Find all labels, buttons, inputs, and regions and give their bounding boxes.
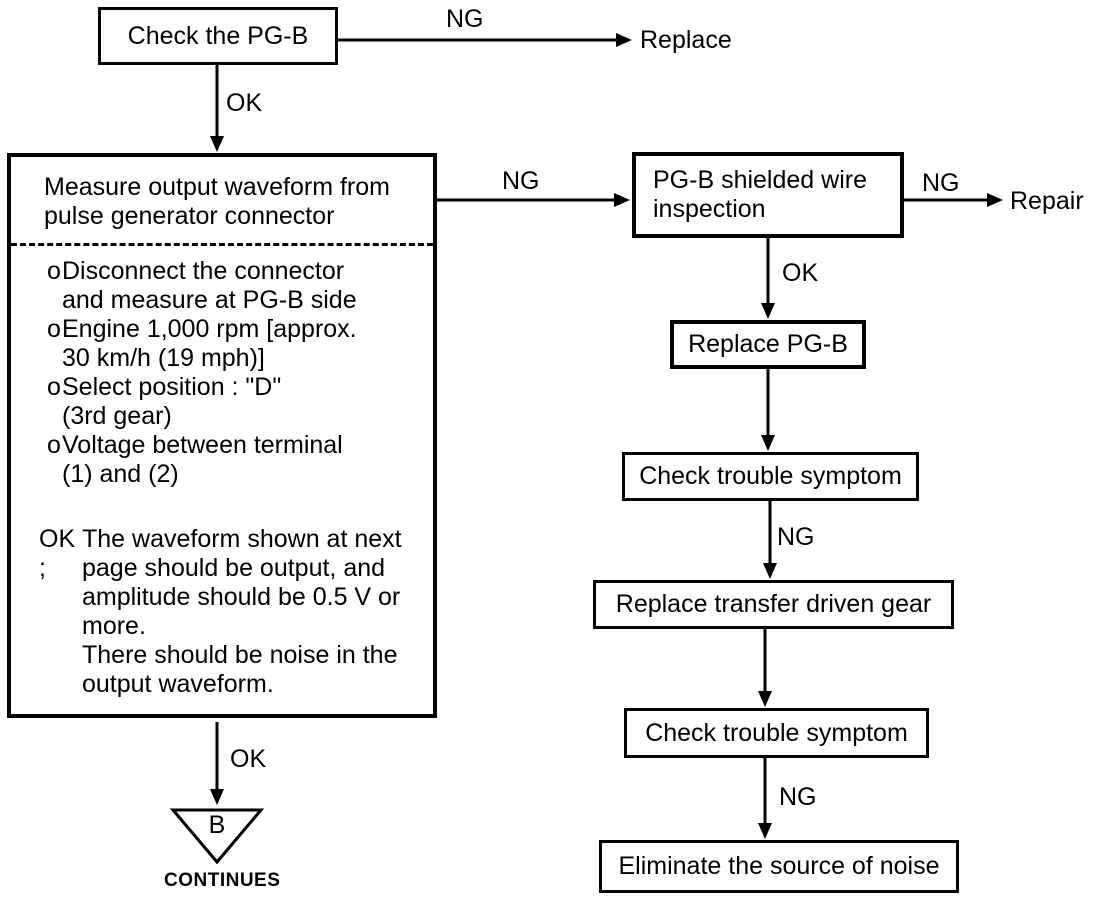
edge-transfer-to-symptom2 [758,629,772,707]
bullet-marker: o [47,431,61,459]
node-replace-transfer-driven-gear: Replace transfer driven gear [593,580,954,629]
node-replace-pgb-label: Replace PG-B [688,330,848,358]
list-item: o Select position : "D" (3rd gear) [47,373,357,431]
node-eliminate-noise: Eliminate the source of noise [599,840,959,893]
bullet-text: Disconnect the connector and measure at … [62,257,357,314]
node-shielded-label: PG-B shielded wire inspection [653,166,867,223]
edge-check-to-replace [338,33,632,47]
bullet-text: Voltage between terminal (1) and (2) [62,431,343,488]
edge-label-ng: NG [922,169,960,197]
node-transfer-label: Replace transfer driven gear [615,590,932,618]
terminal-replace: Replace [640,26,732,54]
bullet-marker: o [47,373,61,401]
bullet-text: Engine 1,000 rpm [approx. 30 km/h (19 mp… [62,315,357,372]
edge-measure-to-shielded [437,193,630,207]
edge-measure-to-connector-b [210,722,224,805]
connector-b-caption: CONTINUES [164,870,281,891]
measure-divider [11,243,433,246]
edge-label-ng: NG [446,5,484,33]
edge-shielded-to-replacepgb [761,238,775,319]
node-shielded-wire-inspection: PG-B shielded wire inspection [632,152,904,238]
list-item: o Engine 1,000 rpm [approx. 30 km/h (19 … [47,315,357,373]
list-item: o Disconnect the connector and measure a… [47,257,357,315]
measure-title: Measure output waveform from pulse gener… [44,173,390,230]
node-eliminate-label: Eliminate the source of noise [618,852,940,880]
edge-label-ok: OK [782,259,819,287]
node-check-pgb: Check the PG-B [98,7,338,65]
edge-label-ok: OK [230,745,267,773]
edge-check-to-measure [210,65,224,152]
node-symptom1-label: Check trouble symptom [639,462,902,490]
node-check-trouble-symptom-1: Check trouble symptom [622,452,919,501]
measure-bullet-list: o Disconnect the connector and measure a… [47,257,357,489]
edge-label-ok: OK [226,89,263,117]
terminal-repair: Repair [1010,187,1084,215]
edge-symptom2-to-eliminate [758,758,772,839]
connector-b-letter: B [208,811,226,839]
edge-label-ng: NG [502,167,540,195]
edge-shielded-to-repair [903,193,1003,207]
bullet-marker: o [47,257,61,285]
node-check-pgb-label: Check the PG-B [127,21,309,50]
edge-symptom1-to-transfer [763,501,777,579]
edge-label-ng: NG [779,783,817,811]
bullet-text: Select position : "D" (3rd gear) [62,373,282,430]
ok-note-prefix: OK ; [39,525,76,582]
edge-label-ng: NG [777,523,815,551]
measure-ok-note: OK ; The waveform shown at next page sho… [39,525,402,699]
node-measure-waveform: Measure output waveform from pulse gener… [7,153,437,718]
connector-b-triangle [169,808,265,865]
edge-replacepgb-to-symptom1 [761,369,775,451]
ok-note-text: The waveform shown at next page should b… [82,525,402,698]
node-check-trouble-symptom-2: Check trouble symptom [624,708,929,758]
node-replace-pgb: Replace PG-B [670,320,866,369]
list-item: o Voltage between terminal (1) and (2) [47,431,357,489]
node-symptom2-label: Check trouble symptom [645,718,908,747]
bullet-marker: o [47,315,61,343]
